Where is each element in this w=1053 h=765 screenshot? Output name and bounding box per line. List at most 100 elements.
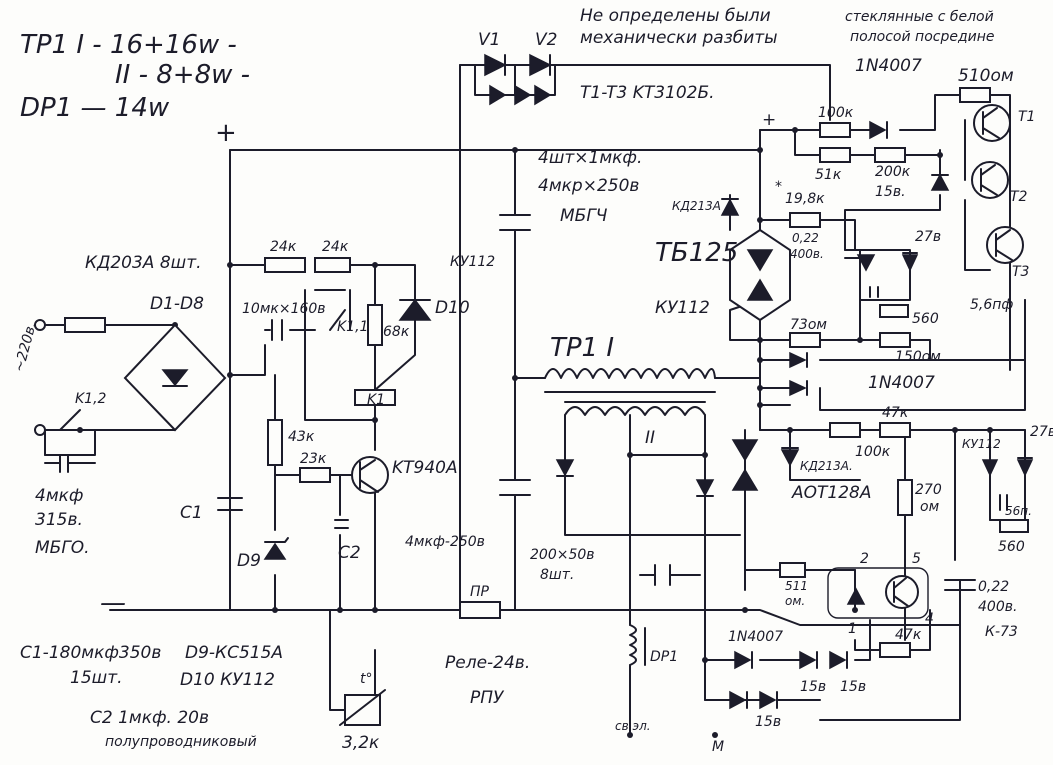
t2-label: T2 (1010, 189, 1028, 205)
r-511om-2: ом. (785, 594, 806, 608)
tr1-winding1-label: TP1 I - 16+16w - (20, 30, 237, 60)
zener-27v-right-label: 27в (1030, 424, 1053, 440)
d9-label: D9 (237, 551, 261, 571)
left-section (217, 257, 432, 726)
cap-mains-1: 4мкф (35, 486, 84, 506)
minus-sign: — (100, 588, 126, 618)
r-51k-label: 51к (815, 167, 842, 183)
cap-mains-2: 315в. (35, 510, 83, 530)
undefined-note-2: механически разбиты (580, 28, 778, 48)
c2-spec-1: C2 1мкф. 20в (90, 708, 209, 728)
d1-d8-label: D1-D8 (150, 294, 204, 314)
zener-15v-c-label: 15в (755, 714, 782, 730)
cap-022-top-2: 400в. (790, 247, 824, 261)
cap-4mkf-250-label: 4мкф-250в (405, 534, 485, 550)
fuse-pr-label: ПР (470, 584, 489, 600)
cap-5-6pf-label: 5,6пф (970, 297, 1014, 313)
zener-15v-a-label: 15в (800, 679, 827, 695)
cap-mbgch-1: 4шт×1мкф. (538, 148, 643, 168)
cap-mbgch-2: 4мкр×250в (538, 176, 640, 196)
diode-1n4007-bottom-label: 1N4007 (728, 629, 784, 645)
k11-label: K1,1 (337, 319, 369, 335)
ku112-right-label: КУ112 (962, 437, 1001, 451)
r-24k-b-label: 24к (322, 239, 349, 255)
d10-label: D10 (435, 298, 470, 318)
r-511om-1: 511 (785, 579, 808, 593)
aot128a-label: АОТ128А (792, 483, 872, 503)
wires (39, 64, 1026, 736)
mains-section (34, 317, 227, 473)
k1-label: K1 (367, 392, 386, 408)
kd203a-label: КД203А 8шт. (85, 253, 202, 273)
thermistor-value-label: 3,2к (342, 733, 380, 753)
r-270om-2: ом (920, 499, 940, 515)
diode-1n4007-mid-label: 1N4007 (868, 373, 935, 393)
c1-spec-1: C1-180мкф350в (20, 643, 162, 663)
v2-label: V2 (535, 30, 558, 50)
glass-note-1: стеклянные с белой (845, 9, 994, 25)
r-68k-label: 68к (383, 324, 410, 340)
thermistor-t-label: t° (360, 671, 373, 687)
r-19-8k-label: 19,8к (785, 191, 825, 207)
c1-label: C1 (180, 503, 203, 523)
kd213a-mid-label: КД213А. (800, 459, 853, 473)
r-100k-mid-label: 100к (855, 444, 891, 460)
transistor-type-label: T1-T3 KT3102Б. (580, 83, 715, 103)
r-43k-label: 43к (288, 429, 315, 445)
r-24k-a-label: 24к (270, 239, 297, 255)
star-mark: * (775, 179, 782, 195)
dp1-power-label: DP1 — 14w (20, 93, 170, 123)
r-200k-label: 200к (875, 164, 911, 180)
ku112-mid-label: КУ112 (655, 298, 710, 318)
cap-022-bottom-1: 0,22 (978, 579, 1010, 595)
pin2-label: 2 (860, 551, 869, 567)
r-510-label: 510ом (958, 66, 1014, 86)
t3-label: T3 (1012, 264, 1030, 280)
center-section (459, 53, 848, 710)
ku112-top-label: КУ112 (450, 254, 496, 270)
cap-022-top-1: 0,22 (792, 231, 819, 245)
cap-mains-3: МБГО. (35, 538, 90, 558)
d10-spec: D10 КУ112 (180, 670, 276, 690)
undefined-note-1: Не определены были (580, 6, 771, 26)
r-100k-top-label: 100к (818, 105, 854, 121)
kt940a-label: KT940A (392, 458, 458, 478)
t1-label: T1 (1018, 109, 1036, 125)
r-23k-label: 23к (300, 451, 327, 467)
glass-note-2: полосой посредине (850, 29, 995, 45)
tb125-label: ТБ125 (655, 238, 739, 268)
pin5-label: 5 (912, 551, 921, 567)
junctions (172, 127, 993, 738)
plus-left: + (215, 118, 237, 148)
r-560-right-label: 560 (998, 539, 1025, 555)
cap-022-bottom-2: 400в. (978, 599, 1018, 615)
zener-15v-b-label: 15в (840, 679, 867, 695)
cap-56pf-label: 56п. (1005, 504, 1032, 518)
c1-spec-2: 15шт. (70, 668, 123, 688)
cap-200x50-1: 200×50в (530, 547, 595, 563)
tr1-primary-label: TP1 I (550, 333, 615, 363)
plus-right: + (762, 110, 777, 130)
zener-15v-top-label: 15в. (875, 184, 906, 200)
kd213a-top-label: КД213А (672, 199, 722, 213)
k12-label: K1,2 (75, 391, 107, 407)
pin4-label: 4 (925, 611, 934, 627)
cap-200x50-2: 8шт. (540, 567, 575, 583)
relay-label: Реле-24в. (445, 653, 531, 673)
d9-spec: D9-КС515А (185, 643, 284, 663)
dp1-label: DP1 (650, 649, 679, 665)
r-47k-bottom-label: 47к (895, 627, 922, 643)
pin1-label: 1 (848, 621, 857, 637)
r-270om-1: 270 (915, 482, 942, 498)
cap-mbgch-3: МБГЧ (560, 206, 608, 226)
sv-el-label: св.эл. (615, 719, 651, 733)
c2-spec-2: полупроводниковый (105, 734, 257, 750)
relay-type-label: РПУ (470, 688, 504, 708)
r-560-top-label: 560 (912, 311, 939, 327)
r-150om-label: 150ом (895, 349, 941, 365)
cap-10x160-label: 10мк×160в (242, 301, 326, 317)
zener-27v-top-label: 27в (915, 229, 942, 245)
right-section (720, 87, 1034, 658)
winding-ii-label: II (645, 428, 656, 448)
